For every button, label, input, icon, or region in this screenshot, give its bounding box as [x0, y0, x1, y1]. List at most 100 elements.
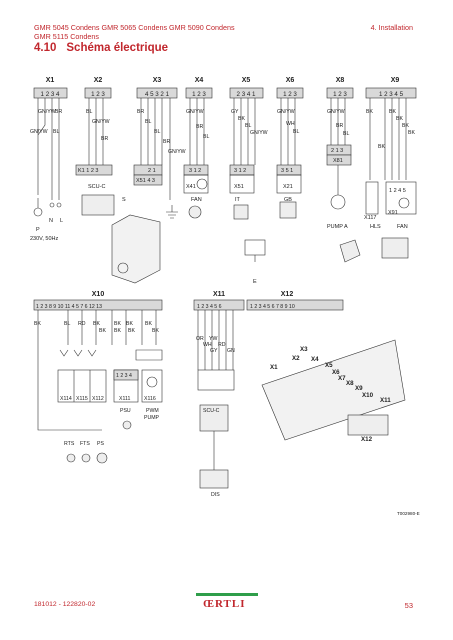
board-connector-label: X5: [325, 362, 333, 369]
wire-color-label: WH: [286, 121, 295, 127]
label-gb: GB: [284, 197, 292, 203]
connector-x5-id: X5: [242, 77, 251, 84]
section-number: 4.10: [34, 42, 57, 54]
connector-x2-pins: 1 2 3: [91, 91, 105, 98]
wire-color-label: GN/YW: [168, 149, 186, 155]
ignition-unit-image: [111, 214, 161, 284]
connector-x11-pins: 1 2 3 4 5 6: [197, 304, 222, 310]
label-pwm-pump: PUMP: [144, 415, 160, 421]
wire-color-label: BR: [55, 109, 62, 115]
wire-color-label: GN/YW: [38, 109, 56, 115]
it-image: [233, 204, 249, 220]
connector-x10-id: X10: [92, 291, 105, 298]
wire-color-label: GY: [210, 348, 218, 354]
psu-image: [122, 420, 132, 430]
logo-bar: [196, 593, 258, 596]
block-x117: [365, 181, 379, 215]
connector-x12: [246, 299, 344, 311]
connector-x12-pins: 1 2 3 4 5 6 7 8 9 10: [250, 304, 295, 310]
wire-color-label: BL: [53, 129, 59, 135]
wire-color-label: BL: [203, 134, 209, 140]
wires-x9: [369, 98, 407, 180]
wire-color-label: BL: [64, 321, 70, 327]
block-x117-label: X117: [364, 215, 376, 221]
fan-image: [188, 205, 202, 219]
section-title-text: Schéma électrique: [66, 42, 169, 54]
board-connector-label: X7: [338, 375, 346, 382]
fan-box: [183, 174, 209, 194]
board-connector-label: X3: [300, 346, 308, 353]
label-pwm: PWM: [146, 408, 159, 414]
connector-x9-id: X9: [391, 77, 400, 84]
connector-x1-id: X1: [46, 77, 55, 84]
label-scu-c-bottom: SCU-C: [203, 408, 220, 414]
label-s: S: [122, 197, 126, 203]
wire-color-label: BK: [396, 116, 403, 122]
scu-c-board-image-bottom: [199, 404, 229, 432]
wire-color-label: BK: [238, 116, 245, 122]
wire-color-label: GN/YW: [30, 129, 48, 135]
label-supply: 230V, 50Hz: [30, 236, 58, 242]
gb-image: [279, 201, 297, 219]
board-connector-label: X6: [332, 369, 340, 376]
block-x51b-pins: 3 1 2: [234, 168, 246, 174]
label-fts: FTS: [80, 441, 90, 447]
block-x91: [385, 181, 417, 215]
label-fan2: FAN: [397, 224, 408, 230]
label-n: N: [49, 218, 53, 224]
block-x81-pins: 2 1 3: [331, 148, 343, 154]
x12-connector-image: [347, 414, 389, 436]
wire-color-label: BR: [196, 124, 203, 130]
block-x116-label: X116: [144, 396, 156, 402]
figure-reference: T002980-E: [397, 511, 420, 516]
board-connector-label: X2: [292, 355, 300, 362]
it-box: [229, 174, 255, 194]
connector-x3-id: X3: [153, 77, 162, 84]
block-k1-label: K1 1 2 3: [78, 168, 99, 174]
wire-color-label: GN/YW: [186, 109, 204, 115]
block-x41-label: X41: [186, 184, 196, 190]
wire-color-label: BL: [154, 129, 160, 135]
main-board-image: [261, 339, 406, 441]
header-models-line1: GMR 5045 Condens GMR 5065 Condens GMR 50…: [34, 23, 235, 32]
scu-c-board-image: [81, 194, 115, 216]
label-ps: PS: [97, 441, 104, 447]
ribbon-cable: [197, 369, 235, 391]
connector-x4-pins: 1 2 3: [192, 91, 206, 98]
block-k1: [75, 164, 113, 176]
wire-color-label: RD: [218, 342, 226, 348]
wires-x2: [88, 98, 104, 165]
wire-color-label: BK: [114, 321, 121, 327]
board-connector-label: X4: [311, 356, 319, 363]
header-models-line2: GMR 5115 Condens: [34, 32, 99, 41]
wire-color-label: YW: [209, 336, 217, 342]
header-section: 4. Installation: [370, 23, 413, 32]
connector-x8: [326, 87, 354, 99]
wire-color-label: GN: [227, 348, 235, 354]
connector-x5: [229, 87, 264, 99]
pump-a-symbol: [330, 194, 346, 210]
wire-color-label: BK: [126, 321, 133, 327]
wire-color-label: BL: [245, 123, 251, 129]
block-x51a-pins: 2 1: [148, 168, 156, 174]
wires-x5: [233, 98, 256, 165]
board-connector-label: X8: [346, 380, 354, 387]
block-x91-label: X91: [388, 210, 398, 216]
connector-x1-pins: 1 2 3 4: [41, 91, 60, 98]
wire-color-label: BK: [366, 109, 373, 115]
connector-x6: [276, 87, 304, 99]
block-x21-label: X21: [283, 184, 293, 190]
label-e: E: [253, 279, 257, 285]
wire-color-label: BK: [408, 130, 415, 136]
wire-color-label: BK: [389, 109, 396, 115]
footer-doc-ref: 181012 - 122820-02: [34, 601, 96, 608]
wires-x4: [189, 98, 205, 165]
block-x116: [141, 369, 163, 403]
label-dis: DIS: [211, 492, 220, 498]
wire-color-label: BK: [114, 328, 121, 334]
connector-x9-pins: 1 2 3 4 5: [379, 91, 404, 98]
fan2-motor-icon: [398, 197, 410, 209]
connector-x4: [185, 87, 213, 99]
ps-image: [96, 452, 108, 464]
